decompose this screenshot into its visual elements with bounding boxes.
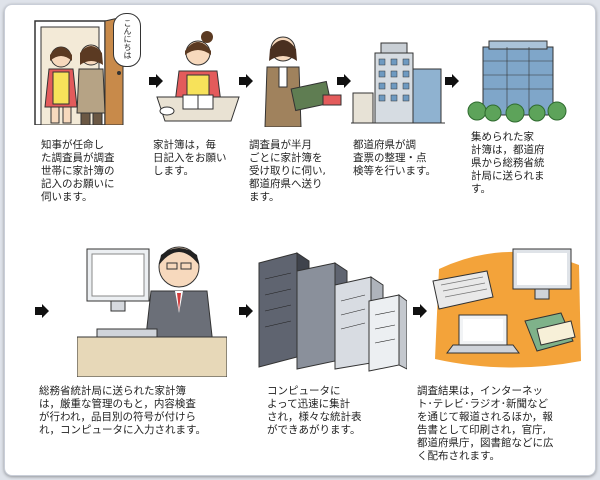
step7-caption: コンピュータに よって迅速に集計 され，様々な統計表 ができあがります。 <box>267 385 362 436</box>
flow-diagram: こんにちは 知事が任命し た調査員が調査 世帯に家計簿の 記入のお願いに 伺いま… <box>4 4 596 476</box>
step2-caption: 家計簿は，毎 日記入をお願い します。 <box>153 139 227 177</box>
arrow-4-5-icon <box>445 73 459 92</box>
statistics-bureau-illustration <box>467 37 567 127</box>
surveyor-collect-illustration <box>253 27 347 128</box>
media-distribution-illustration <box>429 241 585 375</box>
speech-bubble: こんにちは <box>113 13 141 67</box>
speech-bubble-text: こんにちは <box>123 19 132 59</box>
arrow-2-3-icon <box>239 73 253 92</box>
arrow-3-4-icon <box>337 73 351 92</box>
arrow-5-6-icon <box>35 303 49 322</box>
arrow-7-8-icon <box>413 303 427 322</box>
household-book-illustration <box>153 25 243 125</box>
bureau-officer-computer-illustration <box>76 237 228 378</box>
step1-caption: 知事が任命し た調査員が調査 世帯に家計簿の 記入のお願いに 伺います。 <box>41 139 115 203</box>
step3-caption: 調査員が半月 ごとに家計簿を 受け取りに伺い, 都道府県へ送り ます。 <box>249 139 326 203</box>
step5-caption: 集められた家 計簿は，都道府 県から総務省統 計局に送られま す。 <box>471 131 545 195</box>
server-racks-illustration <box>257 245 408 375</box>
arrow-1-2-icon <box>149 73 163 92</box>
step8-caption: 調査結果は，インターネッ ト･テレビ･ラジオ･新聞など を通じて報道されるほか，… <box>417 385 554 462</box>
step4-caption: 都道府県が調 査票の整理・点 検等を行います。 <box>353 139 436 177</box>
prefecture-building-illustration <box>351 39 445 125</box>
door-visit-illustration <box>33 16 133 126</box>
step6-caption: 総務省統計局に送られた家計簿 は，厳重な管理のもと，内容検査 が行われ，品目別の… <box>39 385 206 436</box>
arrow-6-7-icon <box>239 303 253 322</box>
